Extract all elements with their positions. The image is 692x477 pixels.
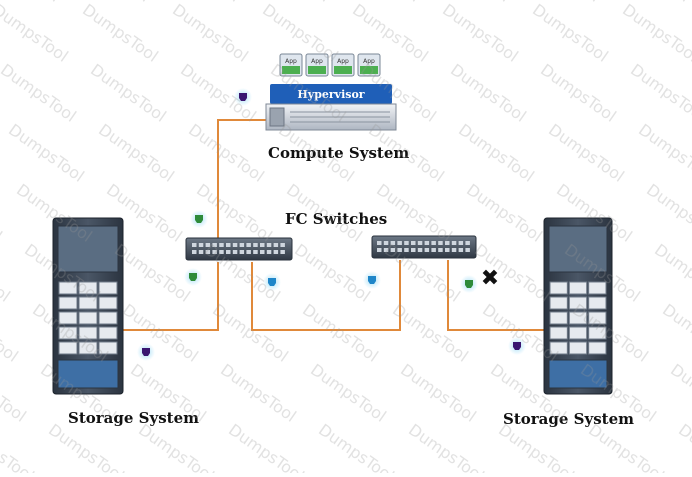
switch-1-port-icon-top: [190, 210, 208, 228]
compute-system-label: Compute System: [268, 144, 410, 162]
cable-storage-left-to-switch-1: [122, 262, 219, 331]
storage-left-port-icon: [137, 343, 155, 361]
storage-system-left-label: Storage System: [68, 409, 199, 427]
fc-ports: [137, 88, 526, 361]
app-icons: App App App App: [279, 53, 381, 77]
cable-switch-1-to-switch-2: [251, 260, 401, 331]
cable-compute-to-switch-1: [217, 119, 268, 245]
storage-system-left: [52, 217, 124, 395]
cable-switch-2-to-storage-right: [447, 260, 548, 331]
hypervisor-label: Hypervisor: [297, 88, 364, 101]
switch-1-port-icon-left: [184, 268, 202, 286]
link-failure-icon: ✖: [481, 266, 499, 291]
compute-system: App App App App Hyper: [265, 53, 397, 131]
switch-2-port-icon-right: [460, 275, 478, 293]
storage-right-port-icon: [508, 337, 526, 355]
fc-switch-2: [371, 235, 477, 259]
app-label-1: App: [285, 58, 297, 65]
switch-2-port-icon-left: [363, 271, 381, 289]
app-label-3: App: [337, 58, 349, 65]
fc-switch-1: [185, 237, 293, 261]
fc-switches-label: FC Switches: [285, 210, 388, 228]
fc-cables: [122, 119, 548, 331]
storage-system-right: [543, 217, 613, 395]
hypervisor-band: [270, 84, 392, 104]
switch-1-port-icon-right: [263, 273, 281, 291]
app-label-2: App: [311, 58, 323, 65]
compute-port-icon: [234, 88, 252, 106]
storage-system-right-label: Storage System: [503, 410, 634, 428]
app-label-4: App: [363, 58, 375, 65]
